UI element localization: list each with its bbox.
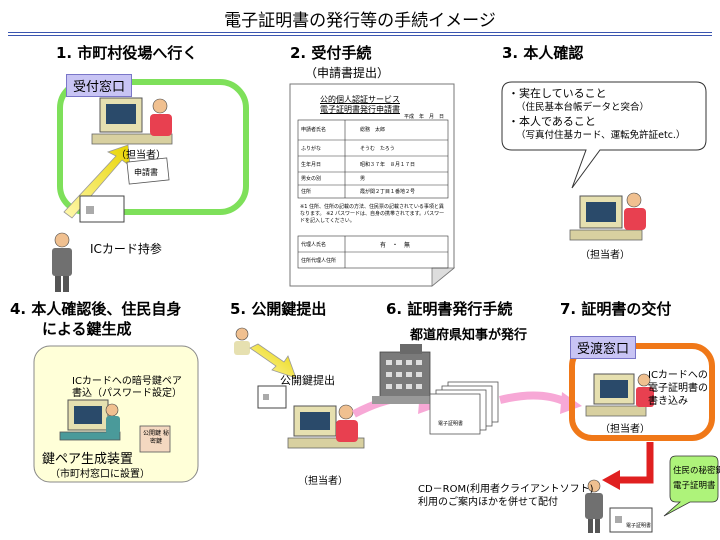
cd-rom-line2: 利用のご案内ほかを併せて配付 xyxy=(418,497,558,508)
return-arrow xyxy=(618,442,654,484)
keygen-text-line1: ICカードへの暗号鍵ペア xyxy=(72,376,182,387)
bubble-line: （住民基本台帳データと突合） xyxy=(516,102,650,113)
computer-icon xyxy=(569,195,643,241)
staff-label: （担当者） xyxy=(600,424,650,435)
key-card-icon xyxy=(139,425,171,453)
public-key-label: 公開鍵提出 xyxy=(280,374,335,387)
form-row-value: そうむ たろう xyxy=(360,146,395,152)
staff-label: （担当者） xyxy=(580,250,630,261)
delivery-window-label: 受渡窓口 xyxy=(570,336,637,359)
visitor-person-icon xyxy=(52,232,72,292)
write-line1: ICカードへの xyxy=(648,370,708,381)
ic-card-icon xyxy=(257,385,287,409)
form-representative-label: 代理人氏名 xyxy=(301,242,327,248)
staff-label: （担当者） xyxy=(298,476,348,487)
step-1-heading: 1. 市町村役場へ行く xyxy=(56,44,198,62)
private-key-callout xyxy=(663,455,719,517)
write-line2: 電子証明書の xyxy=(648,383,708,394)
form-notes: ※1 住所、住所の記載の方法、住民票の記載されている事項と異なります。 ※2 パ… xyxy=(300,204,445,224)
step-4-heading-line1: 4. 本人確認後、住民自身 xyxy=(10,300,182,318)
ic-card-icon xyxy=(609,507,653,533)
title-divider xyxy=(8,32,712,33)
flow-arrow-to-delivery xyxy=(499,391,568,406)
form-row-label: 申請者氏名 xyxy=(301,127,327,133)
staff-person-icon xyxy=(636,373,654,407)
prefecture-building-icon xyxy=(372,344,438,404)
reception-frame xyxy=(57,79,249,215)
key-card-label: 公開鍵 秘密鍵 xyxy=(143,430,169,445)
staff-label: （担当者） xyxy=(116,150,166,161)
staff-person-icon xyxy=(336,404,358,442)
form-row-value: 昭和３７年 ８月１７日 xyxy=(360,162,416,168)
form-row-value: 男 xyxy=(360,176,366,182)
form-row-label: 生年月日 xyxy=(301,162,322,168)
issuer-label: 都道府県知事が発行 xyxy=(410,328,528,343)
form-paper-icon xyxy=(126,157,170,185)
form-date: 平成 年 月 日 xyxy=(404,114,445,120)
visitor-person-icon xyxy=(234,327,250,355)
keygen-device-icon xyxy=(59,399,121,441)
form-header-1: 公的個人認証サービス xyxy=(320,95,400,104)
ic-card-icon xyxy=(79,195,125,223)
step-7-heading: 7. 証明書の交付 xyxy=(560,300,672,318)
form-label: 申請書 xyxy=(134,168,158,177)
callout-line2: 電子証明書 xyxy=(673,481,716,491)
computer-icon xyxy=(91,97,173,145)
card-certificate-label: 電子証明書 xyxy=(626,523,652,529)
visitor-person-icon xyxy=(585,479,603,533)
step-2-subheading: （申請書提出） xyxy=(305,66,390,80)
staff-person-icon xyxy=(150,98,172,136)
step-5-heading: 5. 公開鍵提出 xyxy=(230,300,327,318)
form-row-label: 男女の別 xyxy=(301,176,322,182)
certificate-documents-icon xyxy=(429,381,499,435)
bubble-line: （写真付住基カード、運転免許証etc.） xyxy=(516,130,686,141)
keygen-device-note: （市町村窓口に設置） xyxy=(50,469,150,480)
cd-rom-line1: CD－ROM(利用者クライアントソフト) xyxy=(418,484,594,495)
form-representative-address: 住所代理人住所 xyxy=(301,258,337,264)
keygen-device-label: 鍵ペア生成装置 xyxy=(42,452,134,467)
certificate-documents-label: 電子証明書 xyxy=(438,421,464,427)
form-header-2: 電子証明書発行申請書 xyxy=(320,105,400,114)
step-3-heading: 3. 本人確認 xyxy=(502,44,584,62)
page-title: 電子証明書の発行等の手続イメージ xyxy=(224,11,496,31)
form-row-value: 霞が関２丁目１番地２号 xyxy=(360,189,416,195)
title-divider xyxy=(8,35,712,36)
confirmation-bubble xyxy=(501,81,707,189)
form-row-label: 住所 xyxy=(301,189,312,195)
computer-icon xyxy=(585,373,647,417)
ic-card-label: ICカード持参 xyxy=(90,242,162,256)
bubble-line: ・本人であること xyxy=(508,115,596,128)
delivery-frame xyxy=(569,343,715,441)
form-row-value: 総務 太郎 xyxy=(360,127,386,133)
bubble-line: ・実在していること xyxy=(508,87,607,100)
form-representative-value: 有 ・ 無 xyxy=(380,242,411,249)
step-2-heading: 2. 受付手続 xyxy=(290,44,372,62)
computer-icon xyxy=(287,405,365,449)
arrow-to-pubkey xyxy=(249,343,297,379)
step-4-heading-line2: による鍵生成 xyxy=(42,320,132,338)
staff-person-icon xyxy=(624,192,646,230)
callout-line1: 住民の秘密鍵 xyxy=(673,466,720,476)
reception-window-label: 受付窓口 xyxy=(66,74,133,97)
step-6-heading: 6. 証明書発行手続 xyxy=(386,300,513,318)
form-row-label: ふりがな xyxy=(301,146,322,152)
write-line3: 書き込み xyxy=(648,396,688,407)
keygen-text-line2: 書込（パスワード設定） xyxy=(72,388,182,399)
